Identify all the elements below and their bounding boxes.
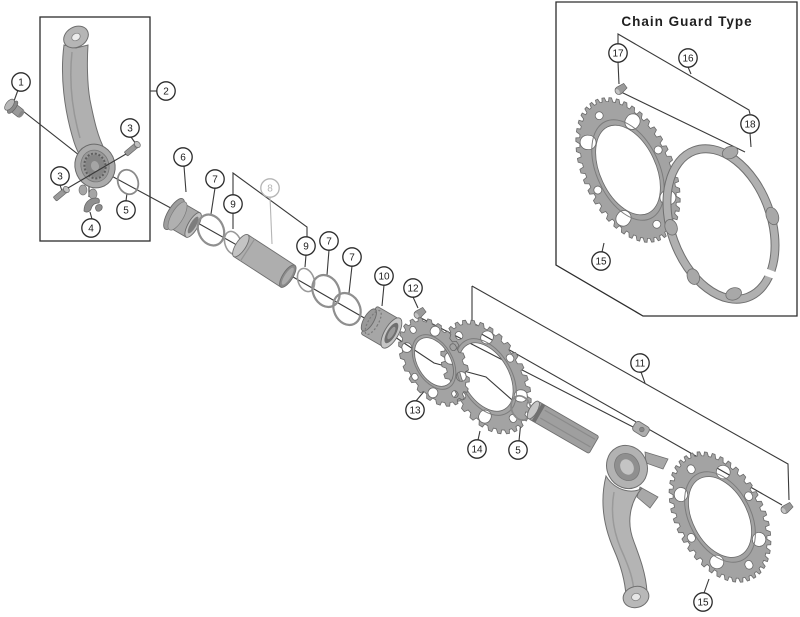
svg-text:6: 6 <box>180 153 186 164</box>
small-o-ring-2 <box>296 267 316 293</box>
left-crank-arm <box>62 25 116 200</box>
bb-cup-left <box>163 198 202 238</box>
spider-arm-right <box>644 451 669 470</box>
spacer-ring-1 <box>196 213 226 247</box>
callout-10: 10 <box>374 266 394 286</box>
crank-axle-boss <box>74 143 116 189</box>
svg-text:8: 8 <box>267 184 273 195</box>
callout-15b: 15 <box>591 251 611 271</box>
svg-text:14: 14 <box>471 445 483 456</box>
callout-group: 1 2 3 3 4 5 6 7 8 9 9 7 7 10 12 13 14 5 … <box>11 43 760 612</box>
chainring-large-inset <box>575 97 681 243</box>
svg-text:10: 10 <box>378 272 390 283</box>
pinch-bolt-axis <box>67 153 127 189</box>
bb-cup-right <box>360 306 403 349</box>
callout-11: 11 <box>630 353 650 373</box>
guard-tab <box>765 206 780 226</box>
svg-text:16: 16 <box>682 54 694 65</box>
callout-5a: 5 <box>116 200 136 220</box>
svg-text:7: 7 <box>349 253 355 264</box>
guard-gap <box>761 267 780 280</box>
guard-tab <box>664 219 678 236</box>
crank-spindle <box>526 400 599 454</box>
svg-text:12: 12 <box>407 284 419 295</box>
svg-text:17: 17 <box>612 49 624 60</box>
pedal-eye-right <box>622 585 650 609</box>
clamp-lug <box>78 184 88 196</box>
svg-text:7: 7 <box>326 237 332 248</box>
crank-arm-body-right <box>602 474 648 597</box>
callout-1: 1 <box>11 72 31 92</box>
callout-17: 17 <box>608 43 628 63</box>
pinch-bolt-upper <box>123 139 143 158</box>
guard-tab <box>721 145 739 160</box>
guard-tab <box>725 287 742 301</box>
svg-text:9: 9 <box>230 200 236 211</box>
left-crank-box <box>39 16 151 242</box>
callout-9a: 9 <box>223 194 243 214</box>
callout-7a: 7 <box>205 169 225 189</box>
callout-9b: 9 <box>296 236 316 256</box>
callout-7b: 7 <box>319 231 339 251</box>
svg-text:11: 11 <box>635 359 646 370</box>
callout-2: 2 <box>156 81 176 101</box>
pedal-eye <box>63 25 89 49</box>
svg-text:2: 2 <box>163 87 169 98</box>
o-ring-right <box>510 394 532 422</box>
faded-leader-line <box>269 196 273 245</box>
svg-text:4: 4 <box>88 224 94 235</box>
svg-text:15: 15 <box>697 598 709 609</box>
chain-guard-inset-box <box>555 1 798 317</box>
callout-12: 12 <box>403 278 423 298</box>
svg-text:18: 18 <box>744 120 756 131</box>
svg-text:15: 15 <box>595 257 607 268</box>
spacer-ring-3 <box>332 291 362 327</box>
o-ring-left <box>116 168 140 196</box>
svg-text:9: 9 <box>303 242 309 253</box>
callout-3b: 3 <box>50 166 70 186</box>
right-crank-unit <box>526 400 669 609</box>
svg-text:3: 3 <box>127 124 133 135</box>
chainring-small <box>398 317 470 407</box>
svg-text:5: 5 <box>123 206 129 217</box>
crank-fixing-bolt <box>4 98 25 118</box>
chainring-bolt-c <box>778 500 795 516</box>
crank-boss-right <box>606 444 648 490</box>
callout-14: 14 <box>467 439 487 459</box>
callout-3a: 3 <box>120 118 140 138</box>
spider-tab <box>632 420 650 438</box>
callout-16: 16 <box>678 48 698 68</box>
callout-5b: 5 <box>508 440 528 460</box>
clamp-lug <box>88 188 98 200</box>
callout-15a: 15 <box>693 592 713 612</box>
chain-guard-ring <box>662 144 780 304</box>
svg-text:7: 7 <box>212 175 218 186</box>
crank-arm-body <box>62 44 106 162</box>
guard-tab <box>686 268 701 285</box>
svg-text:13: 13 <box>409 406 421 417</box>
inset-title: Chain Guard Type <box>621 14 752 29</box>
crank-arm-shading-right <box>611 491 635 593</box>
chainring-large <box>668 451 772 583</box>
svg-text:3: 3 <box>57 172 63 183</box>
callout-7c: 7 <box>342 247 362 267</box>
svg-text:1: 1 <box>18 78 24 89</box>
callout-8: 8 <box>260 178 280 198</box>
bb-inner-sleeve <box>232 233 297 288</box>
stopper-plate <box>83 197 103 213</box>
callout-18: 18 <box>740 114 760 134</box>
callout-4: 4 <box>81 218 101 238</box>
crank-arm-shading <box>70 51 81 139</box>
callout-6: 6 <box>173 147 193 167</box>
svg-text:5: 5 <box>515 446 521 457</box>
callout-13: 13 <box>405 400 425 420</box>
